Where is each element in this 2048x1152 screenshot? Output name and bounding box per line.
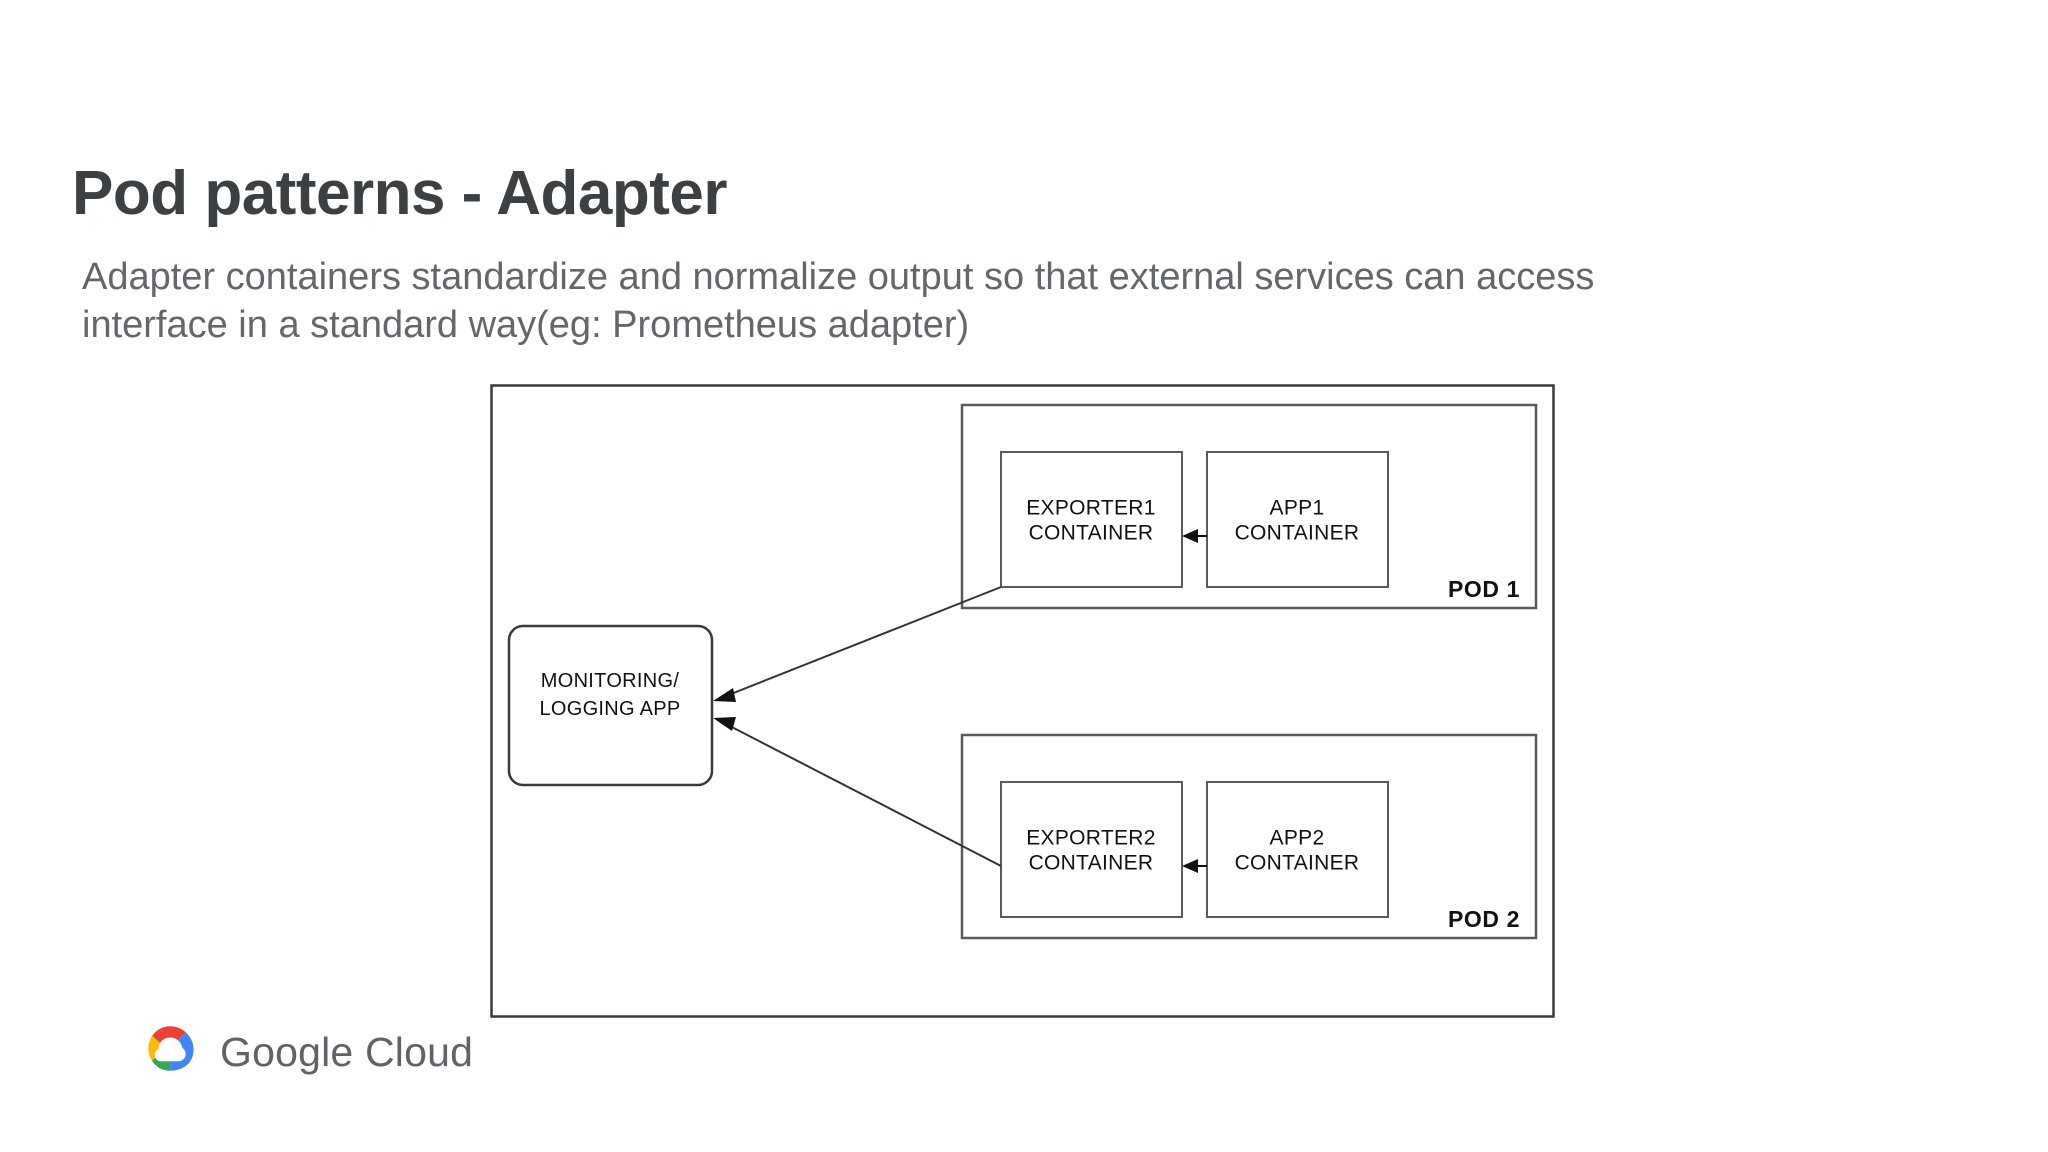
page-title: Pod patterns - Adapter [72, 158, 728, 228]
google-cloud-logo-icon [148, 1026, 194, 1071]
arrow-app2-to-exporter2 [1182, 859, 1207, 873]
pod-2-app-label-line-1: APP2 [1270, 827, 1325, 850]
pod-2-app-label-line-2: CONTAINER [1235, 852, 1360, 875]
monitoring-logging-app-box [507, 624, 714, 787]
pod-2-app-container-box [1206, 781, 1389, 918]
arrow-app1-to-exporter1 [1182, 529, 1207, 543]
subtitle-line-1: Adapter containers standardize and norma… [82, 256, 1595, 298]
pod-2-exporter-label-line-1: EXPORTER2 [1026, 827, 1156, 850]
pod-1-exporter-container-box [1000, 451, 1183, 588]
arrow-exporter2-to-monitoring [713, 717, 1002, 867]
arrow-exporter1-to-monitoring [713, 586, 1002, 702]
monitoring-logging-app-label-line-1: MONITORING/ [541, 670, 680, 692]
pod-2-exporter-label-line-2: CONTAINER [1029, 852, 1154, 875]
google-cloud-logo-text: Google Cloud [220, 1028, 474, 1075]
adapter-pattern-diagram: EXPORTER1 CONTAINER APP1 CONTAINER POD 1… [490, 384, 1556, 1018]
pod-1-app-label-line-1: APP1 [1270, 497, 1325, 520]
google-cloud-logo: Google Cloud [138, 1024, 473, 1080]
slide-subtitle: Adapter containers standardize and norma… [82, 253, 1982, 350]
pod-2-exporter-container-box [1000, 781, 1183, 918]
monitoring-logging-app-label-line-2: LOGGING APP [539, 698, 680, 720]
pod-1-app-label-line-2: CONTAINER [1235, 522, 1360, 545]
pod-1-exporter-label-line-2: CONTAINER [1029, 522, 1154, 545]
subtitle-line-2: interface in a standard way(eg: Promethe… [82, 304, 970, 347]
pod-1-exporter-label-line-1: EXPORTER1 [1026, 497, 1156, 520]
pod-1-label: POD 1 [1448, 576, 1520, 602]
pod-2-label: POD 2 [1448, 906, 1520, 932]
pod-1-app-container-box [1206, 451, 1389, 588]
